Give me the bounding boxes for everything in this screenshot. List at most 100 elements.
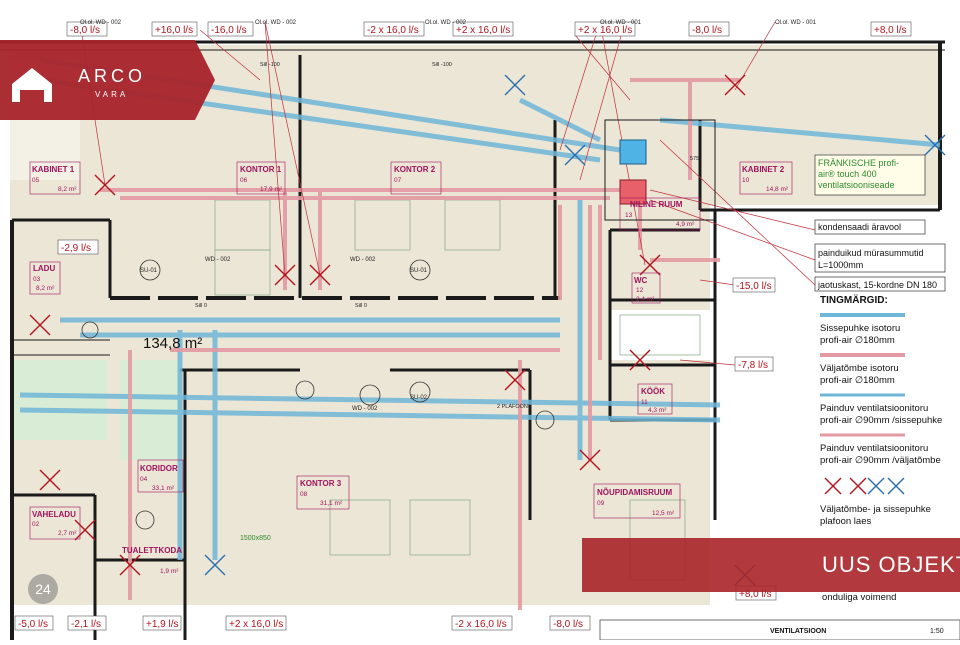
silencer-note-1: painduikud mürasummutid xyxy=(818,248,924,258)
room-name-tehniline: NILINE RUUM xyxy=(630,200,683,209)
flow-label: -15,0 l/s xyxy=(736,281,772,292)
sill-label: Sill 0 xyxy=(355,303,367,309)
flow-label: -2,9 l/s xyxy=(61,243,91,254)
page-badge: 24 xyxy=(28,574,58,604)
legend-title: TINGMÄRGID: xyxy=(820,293,888,306)
room-name-kontor3: KONTOR 3 xyxy=(300,479,342,488)
room-area-kook: 4,3 m² xyxy=(648,407,667,414)
flow-label: -8,0 l/s xyxy=(692,25,722,36)
drawing-name: VENTILATSIOON xyxy=(770,628,826,635)
house-logo-icon xyxy=(12,68,52,102)
wd-label: Ol.ol. WD - 002 xyxy=(425,20,467,26)
flow-label: +8,0 l/s xyxy=(874,25,907,36)
flow-label: +2 x 16,0 l/s xyxy=(229,619,283,630)
room-area-kabinet1: 8,2 m² xyxy=(58,186,77,193)
room-num-tehniline: 13 xyxy=(625,212,633,219)
room-num-koridor: 04 xyxy=(140,476,148,483)
legend-item-3-l2: profi-air ∅90mm /sissepuhke xyxy=(820,415,942,426)
room-num-kabinet1: 05 xyxy=(32,177,40,184)
legend-item-4-l2: profi-air ∅90mm /väljatõmbe xyxy=(820,455,941,466)
legend-plafoon-l1: Väljatõmbe- ja sissepuhke xyxy=(820,504,931,515)
room-num-kook: 11 xyxy=(641,399,648,406)
room-name-vaheladu: VAHELADU xyxy=(32,510,76,519)
extract-ducts xyxy=(100,78,740,610)
room-name-noupidamis: NÕUPIDAMISRUUM xyxy=(597,488,672,497)
room-num-kontor3: 08 xyxy=(300,491,308,498)
equipment-notes: FRÄNKISCHE profi- air® touch 400 ventila… xyxy=(817,158,937,290)
room-num-ladu: 03 xyxy=(33,276,41,283)
room-name-kontor2: KONTOR 2 xyxy=(394,165,436,174)
legend-cut-text: onduliga voimend xyxy=(822,592,896,603)
room-area-ladu: 8,2 m² xyxy=(36,285,55,292)
room-name-tualettkoda: TUALETTKODA xyxy=(122,546,182,555)
room-area-noupidamis: 12,5 m² xyxy=(652,510,675,517)
room-num-kabinet2: 10 xyxy=(742,177,750,184)
room-num-kontor2: 07 xyxy=(394,177,402,184)
flow-label: +2 x 16,0 l/s xyxy=(456,25,510,36)
condensate-note: kondensaadi äravool xyxy=(818,222,901,232)
flow-label: -8,0 l/s xyxy=(553,619,583,630)
flow-label: +1,9 l/s xyxy=(146,619,179,630)
flow-label: +16,0 l/s xyxy=(155,25,193,36)
room-name-ladu: LADU xyxy=(33,264,55,273)
valve-circles xyxy=(81,259,555,530)
legend-item-1-l2: profi-air ∅180mm xyxy=(820,335,895,346)
total-area: 134,8 m² xyxy=(143,335,202,352)
ventilation-unit xyxy=(604,119,716,221)
su-label: SU-01 xyxy=(410,268,428,274)
legend-swatches xyxy=(820,313,905,495)
wd-label: Ol.ol. WD - 002 xyxy=(255,20,297,26)
flow-label: -2,1 l/s xyxy=(71,619,101,630)
tech-labels: Ol.ol. WD - 002 Ol.ol. WD - 002 Ol.ol. W… xyxy=(80,20,817,542)
legend: TINGMÄRGID: Sissepuhke isotoru profi-air… xyxy=(820,293,942,603)
wd-label: WD - 002 xyxy=(350,257,376,263)
room-name-kabinet2: KABINET 2 xyxy=(742,165,785,174)
room-num-vaheladu: 02 xyxy=(32,521,40,528)
brand-name: ARCO xyxy=(78,66,147,86)
room-name-koridor: KORIDOR xyxy=(140,464,178,473)
room-labels: KABINET 1 05 8,2 m² KONTOR 1 06 17,9 m² … xyxy=(29,161,793,575)
room-area-tehniline: 4,9 m² xyxy=(676,221,695,228)
flow-label: +8,0 l/s xyxy=(739,589,772,600)
room-area-kontor1: 17,9 m² xyxy=(260,186,283,193)
flow-label: -8,0 l/s xyxy=(70,25,100,36)
logo-background xyxy=(0,40,215,120)
flow-label: -7,8 l/s xyxy=(738,360,768,371)
legend-item-2-l1: Väljatõmbe isotoru xyxy=(820,363,899,374)
room-num-kontor1: 06 xyxy=(240,177,248,184)
silencer-note-2: L=1000mm xyxy=(818,260,863,270)
legend-item-4-l1: Painduv ventilatsioonitoru xyxy=(820,443,928,454)
wd-label: WD - 002 xyxy=(352,406,378,412)
room-name-kabinet1: KABINET 1 xyxy=(32,165,75,174)
unit-note-line2: air® touch 400 xyxy=(818,169,877,179)
unit-note-line1: FRÄNKISCHE profi- xyxy=(818,158,899,168)
wd-label: Ol.ol. WD - 001 xyxy=(775,20,817,26)
room-area-kabinet2: 14,8 m² xyxy=(766,186,789,193)
legend-item-1-l1: Sissepuhke isotoru xyxy=(820,323,900,334)
room-area-wc: 2,4 m² xyxy=(636,296,655,303)
banner-text: UUS OBJEKT xyxy=(822,552,960,577)
room-name-wc: WC xyxy=(634,276,648,285)
flow-label: -2 x 16,0 l/s xyxy=(367,25,419,36)
walls xyxy=(0,40,945,640)
room-num-wc: 12 xyxy=(636,287,644,294)
plafoon-label: 2 PLAFOONI xyxy=(497,404,530,410)
room-name-kontor1: KONTOR 1 xyxy=(240,165,282,174)
new-listing-banner: UUS OBJEKT xyxy=(582,538,960,592)
leader-lines xyxy=(79,21,816,366)
dimension-575: 575 xyxy=(690,156,699,162)
legend-plafoon-l2: plafoon laes xyxy=(820,516,871,527)
legend-item-3-l1: Painduv ventilatsioonitoru xyxy=(820,403,928,414)
note-boxes xyxy=(814,154,946,292)
room-area-kontor3: 31,1 m² xyxy=(320,500,343,507)
title-block-text: VENTILATSIOON 1:50 xyxy=(770,628,944,635)
sill-label: Sill 0 xyxy=(195,303,207,309)
room-name-kook: KÖÖK xyxy=(641,387,665,396)
sill-label: Sill -100 xyxy=(432,62,452,68)
flow-label: +2 x 16,0 l/s xyxy=(578,25,632,36)
wd-label: Ol.ol. WD - 001 xyxy=(600,20,642,26)
wd-label: Ol.ol. WD - 002 xyxy=(80,20,122,26)
su-label: SU-02 xyxy=(410,395,428,401)
